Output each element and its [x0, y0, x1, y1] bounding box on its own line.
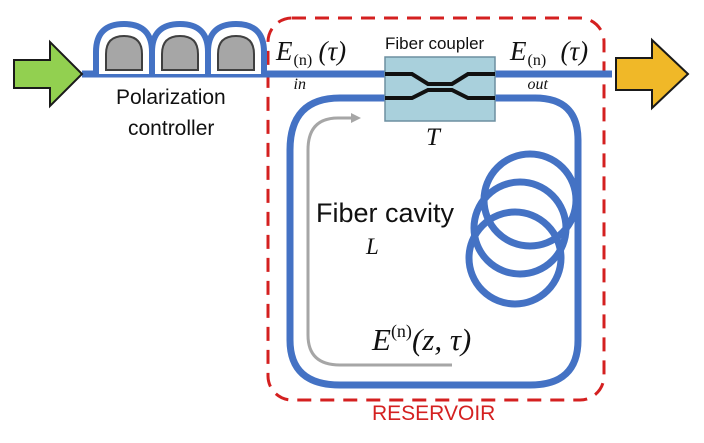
fiber-coupler-label: Fiber coupler: [385, 34, 485, 53]
input-field-base: E: [276, 36, 293, 66]
coupler-transmission-label: T: [426, 124, 440, 151]
polarization-controller-label-1: Polarization: [116, 86, 226, 109]
fiber-coupler: [384, 56, 496, 122]
fiber-coil: [465, 150, 580, 308]
cavity-field-arg: (z, τ): [411, 322, 472, 357]
fiber-cavity-label: Fiber cavity: [316, 198, 455, 228]
input-field-sup: (n): [293, 52, 313, 69]
input-field-sub: in: [293, 76, 306, 93]
propagation-arrow: [306, 113, 452, 367]
cavity-field-base: E: [372, 322, 391, 357]
reservoir-label: RESERVOIR: [372, 402, 496, 425]
input-arrow: [13, 39, 84, 109]
input-field-arg: (τ): [318, 36, 347, 66]
output-arrow: [615, 37, 690, 111]
input-field-label: E(n) in (τ): [276, 36, 347, 93]
polarization-controller-label-2: controller: [128, 117, 215, 140]
output-field-base: E: [510, 36, 527, 66]
output-field-sub: out: [527, 76, 548, 93]
polarization-controller: [93, 20, 267, 74]
fiber-cavity-loop: [286, 94, 582, 389]
output-field-label: E(n) out (τ): [510, 36, 589, 93]
reservoir-box: [266, 16, 606, 402]
cavity-field-label: E(n)(z, τ): [372, 321, 472, 358]
cavity-field-sup: (n): [390, 321, 412, 341]
output-field-sup: (n): [527, 52, 547, 69]
output-field-arg: (τ): [560, 36, 589, 66]
cavity-length-label: L: [366, 234, 379, 259]
